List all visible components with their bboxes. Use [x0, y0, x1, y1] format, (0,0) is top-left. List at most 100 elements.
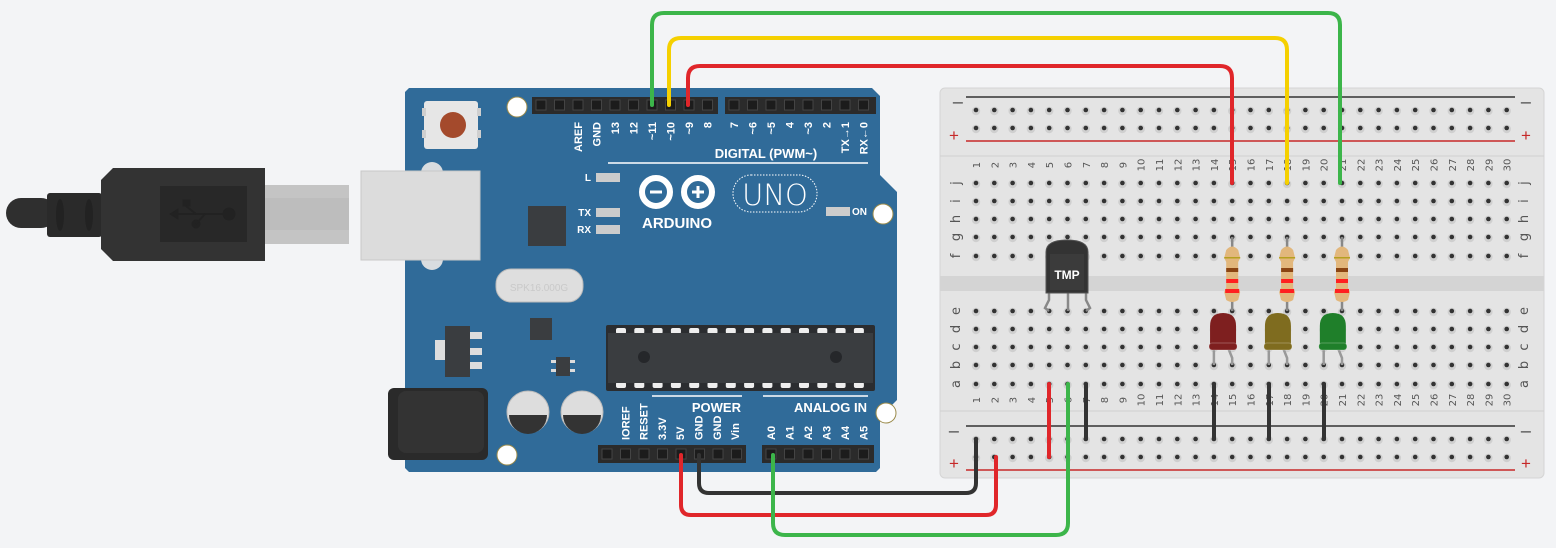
breadboard-hole[interactable]	[1337, 197, 1347, 207]
breadboard-hole[interactable]	[1026, 179, 1036, 189]
breadboard-hole[interactable]	[1411, 197, 1420, 207]
breadboard-hole[interactable]	[1118, 233, 1127, 243]
breadboard-hole[interactable]	[1228, 215, 1237, 225]
breadboard-hole[interactable]	[1008, 106, 1017, 116]
breadboard-hole[interactable]	[1374, 252, 1383, 262]
breadboard-hole[interactable]	[1136, 307, 1145, 317]
breadboard-hole[interactable]	[971, 215, 981, 225]
breadboard-hole[interactable]	[1502, 179, 1511, 189]
breadboard-hole[interactable]	[1246, 179, 1255, 189]
breadboard-hole[interactable]	[1374, 215, 1383, 225]
breadboard-hole[interactable]	[1026, 197, 1036, 207]
breadboard-hole[interactable]	[1282, 197, 1292, 207]
breadboard-hole[interactable]	[1484, 124, 1493, 134]
breadboard-hole[interactable]	[1484, 453, 1493, 463]
breadboard-hole[interactable]	[1154, 197, 1164, 207]
breadboard-hole[interactable]	[1026, 361, 1036, 371]
breadboard-hole[interactable]	[1282, 380, 1292, 390]
breadboard-hole[interactable]	[1411, 453, 1420, 463]
breadboard-hole[interactable]	[1282, 453, 1292, 463]
breadboard-hole[interactable]	[1136, 252, 1145, 262]
breadboard-hole[interactable]	[1465, 361, 1475, 371]
breadboard-hole[interactable]	[1282, 435, 1292, 445]
breadboard-hole[interactable]	[1337, 380, 1347, 390]
breadboard-hole[interactable]	[1228, 453, 1237, 463]
breadboard-hole[interactable]	[1209, 215, 1219, 225]
breadboard-hole[interactable]	[1191, 380, 1200, 390]
breadboard-hole[interactable]	[1045, 197, 1054, 207]
breadboard-hole[interactable]	[1099, 453, 1109, 463]
breadboard-hole[interactable]	[1356, 106, 1365, 116]
breadboard-hole[interactable]	[1099, 361, 1109, 371]
breadboard-hole[interactable]	[1136, 453, 1145, 463]
breadboard-hole[interactable]	[1191, 361, 1200, 371]
breadboard-hole[interactable]	[1173, 307, 1182, 317]
breadboard-hole[interactable]	[1447, 343, 1457, 353]
breadboard-hole[interactable]	[1502, 252, 1511, 262]
breadboard-hole[interactable]	[1337, 435, 1347, 445]
breadboard-hole[interactable]	[1008, 453, 1017, 463]
breadboard-hole[interactable]	[1465, 380, 1475, 390]
wire-green-a0[interactable]	[771, 382, 1070, 537]
breadboard-hole[interactable]	[1191, 435, 1200, 445]
breadboard-hole[interactable]	[1301, 252, 1310, 262]
wire-black-gnd[interactable]	[697, 437, 978, 495]
breadboard-hole[interactable]	[1099, 179, 1109, 189]
breadboard-hole[interactable]	[1301, 307, 1310, 317]
breadboard-hole[interactable]	[1063, 215, 1072, 225]
breadboard-hole[interactable]	[1118, 343, 1127, 353]
breadboard-hole[interactable]	[1209, 233, 1219, 243]
breadboard-hole[interactable]	[1118, 197, 1127, 207]
breadboard-hole[interactable]	[1008, 233, 1017, 243]
header-pin[interactable]	[601, 448, 613, 460]
breadboard-hole[interactable]	[1191, 252, 1200, 262]
breadboard-hole[interactable]	[1447, 215, 1457, 225]
breadboard-hole[interactable]	[1154, 252, 1164, 262]
breadboard-hole[interactable]	[1246, 233, 1255, 243]
breadboard-hole[interactable]	[990, 435, 999, 445]
breadboard-hole[interactable]	[1209, 179, 1219, 189]
breadboard-hole[interactable]	[1045, 361, 1054, 371]
breadboard-hole[interactable]	[1136, 179, 1145, 189]
breadboard-hole[interactable]	[1008, 307, 1017, 317]
breadboard-hole[interactable]	[1429, 124, 1438, 134]
breadboard-hole[interactable]	[1099, 215, 1109, 225]
breadboard-hole[interactable]	[1465, 124, 1475, 134]
breadboard-hole[interactable]	[1045, 233, 1054, 243]
breadboard-hole[interactable]	[1374, 197, 1383, 207]
breadboard-hole[interactable]	[1356, 215, 1365, 225]
breadboard-hole[interactable]	[1374, 361, 1383, 371]
breadboard-hole[interactable]	[1191, 325, 1200, 335]
breadboard-hole[interactable]	[1465, 307, 1475, 317]
breadboard-hole[interactable]	[1429, 106, 1438, 116]
breadboard-hole[interactable]	[1063, 124, 1072, 134]
breadboard-hole[interactable]	[1173, 361, 1182, 371]
breadboard-hole[interactable]	[1301, 106, 1310, 116]
breadboard-hole[interactable]	[1118, 435, 1127, 445]
breadboard-hole[interactable]	[1502, 106, 1511, 116]
breadboard-hole[interactable]	[1264, 124, 1274, 134]
breadboard-hole[interactable]	[1465, 179, 1475, 189]
breadboard-hole[interactable]	[1063, 197, 1072, 207]
breadboard-hole[interactable]	[1099, 435, 1109, 445]
breadboard-hole[interactable]	[1191, 343, 1200, 353]
breadboard-hole[interactable]	[1392, 435, 1402, 445]
wire-yellow-pin10[interactable]	[667, 36, 1289, 185]
breadboard-hole[interactable]	[1484, 380, 1493, 390]
breadboard-hole[interactable]	[1118, 106, 1127, 116]
breadboard-hole[interactable]	[1447, 233, 1457, 243]
breadboard-hole[interactable]	[1392, 215, 1402, 225]
breadboard-hole[interactable]	[990, 343, 999, 353]
breadboard-hole[interactable]	[1191, 179, 1200, 189]
breadboard-hole[interactable]	[1374, 343, 1383, 353]
breadboard-hole[interactable]	[1191, 197, 1200, 207]
breadboard-hole[interactable]	[1264, 179, 1274, 189]
breadboard-hole[interactable]	[1337, 215, 1347, 225]
breadboard-hole[interactable]	[1191, 307, 1200, 317]
breadboard-hole[interactable]	[1173, 435, 1182, 445]
breadboard-hole[interactable]	[1429, 361, 1438, 371]
breadboard-hole[interactable]	[1173, 252, 1182, 262]
breadboard-hole[interactable]	[990, 233, 999, 243]
breadboard-hole[interactable]	[1301, 361, 1310, 371]
